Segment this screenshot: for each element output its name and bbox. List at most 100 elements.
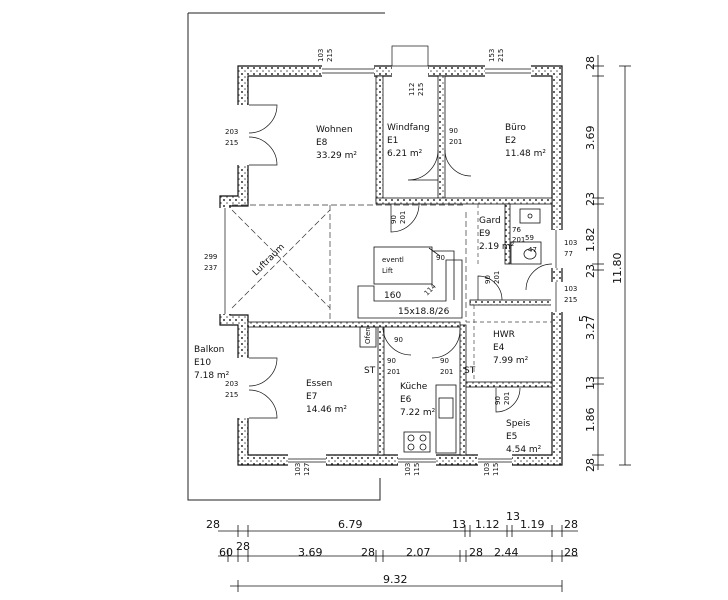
- opening-3-top: 112: [408, 83, 416, 96]
- dim-ticks-right: [592, 65, 631, 466]
- opening-7-top: 299: [204, 253, 217, 261]
- window-speis-bottom: [478, 454, 512, 466]
- opening-18-top: 103: [404, 463, 412, 476]
- room-buero-name: Büro: [505, 123, 526, 133]
- kitchen-counter: [435, 384, 457, 454]
- stair-arrow-head: [428, 247, 441, 257]
- dim-r1-5: 1.19: [520, 518, 545, 531]
- opening-19-bottom: 115: [492, 463, 500, 476]
- wc-bowl: [523, 248, 537, 260]
- dim-r1-6: 28: [564, 518, 578, 531]
- opening-labels: 103 215 153 215 112 215 203 215 90 201 9…: [204, 49, 577, 476]
- room-balkon-area: 7.18 m²: [194, 371, 230, 381]
- opening-8-bottom: 201: [493, 271, 501, 284]
- dim-right-9: 28: [584, 458, 597, 472]
- wall-ess-top: [247, 321, 461, 328]
- door-swing-windfang: [407, 149, 439, 181]
- room-kueche-area: 7.22 m²: [400, 408, 436, 418]
- wall-upper-mid: [375, 197, 553, 205]
- dim-total-bottom: 9.32: [383, 573, 408, 586]
- door-swing-kitchen: [382, 326, 412, 356]
- ofen-label: Ofen: [364, 327, 372, 344]
- door-swing-hwr: [525, 263, 553, 291]
- dim-r1-3: 1.12: [475, 518, 500, 531]
- st-label-2: ST: [464, 366, 476, 376]
- fixtures: [359, 208, 542, 454]
- interior-walls: [247, 75, 553, 456]
- dim-right-2: 23: [584, 192, 597, 206]
- room-windfang-code: E1: [387, 136, 398, 146]
- opening-5-bottom: 201: [449, 138, 462, 146]
- wall-kitchen-right: [459, 324, 467, 456]
- dim-right-1: 3.69: [584, 126, 597, 151]
- opening-1-top: 103: [317, 49, 325, 62]
- opening-4-bottom: 215: [225, 139, 238, 147]
- opening-20-bottom: 201: [503, 392, 511, 405]
- dim-r2-3: 28: [361, 546, 375, 559]
- kitchen-sink: [438, 397, 454, 419]
- room-wohnen-code: E8: [316, 138, 328, 148]
- dim-right-8: 1.86: [584, 408, 597, 433]
- wall-hwr-top: [469, 299, 553, 306]
- opening-17-top: 103: [294, 463, 302, 476]
- opening-11-top: 103: [564, 239, 577, 247]
- room-essen-area: 14.46 m²: [306, 405, 347, 415]
- opening-2-bottom: 215: [497, 49, 505, 62]
- basin-drain: [527, 213, 533, 219]
- window-kitchen-bottom: [398, 454, 436, 466]
- burner-3: [407, 443, 415, 451]
- window-gard-right: [551, 230, 563, 268]
- wall-speis-top: [465, 381, 553, 388]
- dim-r2-4: 2.07: [406, 546, 431, 559]
- stair-lift: [357, 246, 463, 319]
- room-hwr-area: 7.99 m²: [493, 356, 529, 366]
- burner-2: [419, 434, 427, 442]
- door-swing-gard: [477, 275, 503, 301]
- opening-17-bottom: 127: [303, 463, 311, 476]
- burner-1: [407, 434, 415, 442]
- room-hwr-name: HWR: [493, 330, 515, 340]
- dim-r2-1: 28: [236, 540, 250, 553]
- opening-13-top: 90: [387, 357, 396, 365]
- room-buero-area: 11.48 m²: [505, 149, 546, 159]
- void-diag-1: [231, 209, 331, 309]
- luftraum-void: [231, 204, 467, 322]
- door-swing-essen-2: [248, 389, 278, 419]
- dim-right-7: 13: [584, 376, 597, 390]
- room-gard-area: 2.19 m²: [479, 242, 515, 252]
- lift-shaft: [373, 246, 433, 285]
- room-balkon-code: E10: [194, 358, 211, 368]
- room-gard-code: E9: [479, 229, 491, 239]
- room-kueche-name: Küche: [400, 382, 428, 392]
- opening-10-top: 59: [525, 234, 534, 242]
- opening-3-bottom: 215: [417, 83, 425, 96]
- basin: [519, 208, 541, 224]
- room-speis-code: E5: [506, 432, 517, 442]
- stair-outline: [357, 259, 463, 319]
- dim-right-6: 5: [577, 315, 590, 322]
- opening-2-top: 153: [488, 49, 496, 62]
- opening-19-top: 103: [483, 463, 491, 476]
- opening-1-bottom: 215: [326, 49, 334, 62]
- opening-5-top: 90: [449, 127, 458, 135]
- opening-6-bottom: 201: [399, 211, 407, 224]
- wall-openings: [219, 46, 563, 466]
- stair-160-label: 160: [384, 291, 401, 301]
- opening-12-top: 103: [564, 285, 577, 293]
- dim-ticks-bottom: [227, 525, 563, 592]
- door-swing-buero: [444, 149, 472, 177]
- void-diag-2: [231, 209, 331, 309]
- dim-right-3: 1.82: [584, 228, 597, 253]
- room-hwr-code: E4: [493, 343, 505, 353]
- opening-9-bottom: 201: [512, 236, 525, 244]
- room-kueche-code: E6: [400, 395, 412, 405]
- dim-r2-6: 2.44: [494, 546, 519, 559]
- room-essen-name: Essen: [306, 379, 332, 389]
- opening-16-top: 203: [225, 380, 238, 388]
- opening-8-top: 90: [484, 275, 492, 284]
- room-wohnen-name: Wohnen: [316, 125, 353, 135]
- opening-18-bottom: 115: [413, 463, 421, 476]
- opening-20-top: 90: [494, 396, 502, 405]
- dim-r2-2: 3.69: [298, 546, 323, 559]
